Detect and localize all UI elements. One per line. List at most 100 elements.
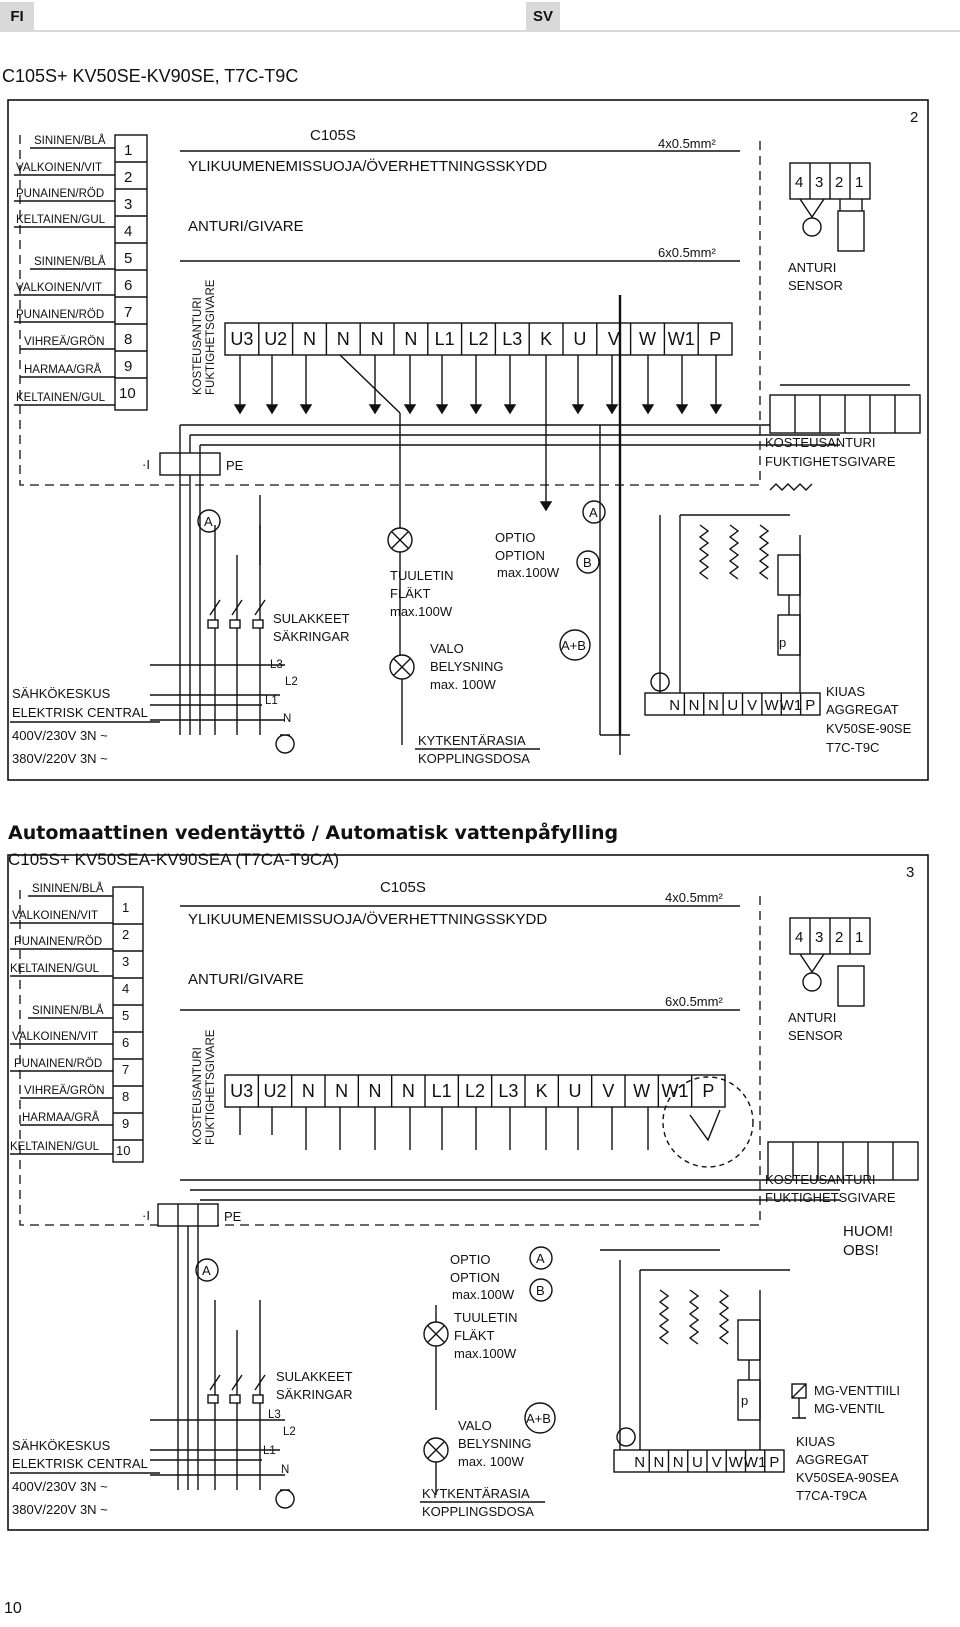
phase-label: L3: [270, 659, 283, 671]
central-label-sv-2: ELEKTRISK CENTRAL: [12, 1456, 148, 1471]
cable-6x-2: 6x0.5mm²: [665, 994, 723, 1009]
terminal-label: W: [764, 697, 779, 714]
pin-number: 7: [122, 1062, 129, 1077]
sensor-pin: 4: [795, 929, 803, 946]
sensor-pin: 2: [835, 174, 843, 191]
pin-number: 3: [122, 954, 129, 969]
sensor-pin: 3: [815, 929, 823, 946]
heater-model: KV50SE-90SE: [826, 721, 912, 736]
humidity-vertical-label-sv-2: FUKTIGHETSGIVARE: [205, 1029, 217, 1145]
fuse-wiring: [150, 475, 285, 735]
humidity-vertical-label: KOSTEUSANTURI: [192, 297, 204, 395]
sensor-pin: 3: [815, 174, 823, 191]
wire-label: SININEN/BLÅ: [32, 882, 104, 895]
note-label-sv: OBS!: [843, 1242, 879, 1259]
terminal-label: W: [729, 1454, 744, 1471]
terminal-label: K: [540, 329, 552, 349]
wiring-diagram-1: 2 SININEN/BLÅ VALKOINEN/VIT PUNAINEN/RÖD…: [7, 99, 929, 781]
pin-number: 1: [122, 900, 129, 915]
phase-label: L1: [263, 1445, 276, 1457]
pe-terminal-2: ·I PE: [142, 1203, 242, 1227]
language-tag-sv: SV: [526, 2, 560, 30]
terminal-label: N: [337, 329, 350, 349]
cable-4x: 4x0.5mm²: [658, 136, 716, 151]
pin-number: 3: [124, 196, 132, 213]
note-label: HUOM!: [843, 1223, 893, 1240]
pin-number: 10: [119, 385, 136, 402]
terminal-label: L1: [432, 1081, 452, 1101]
junction-wire: [600, 734, 630, 755]
marker-a-3: [195, 1258, 219, 1282]
pin-number: 9: [124, 358, 132, 375]
valve-label: MG-VENTTIILI: [814, 1383, 900, 1398]
terminal-label: W1: [780, 697, 803, 714]
wire-label: VALKOINEN/VIT: [16, 162, 102, 174]
ground-symbol: ·I: [142, 1208, 150, 1223]
central-label-sv: ELEKTRISK CENTRAL: [12, 705, 148, 720]
marker-ab-label: A+B: [561, 638, 586, 653]
voltage-1: 400V/230V 3N ~: [12, 728, 108, 743]
junction-label-2: KYTKENTÄRASIA: [422, 1486, 530, 1501]
terminal-label: L2: [468, 329, 488, 349]
heater-label-sv: AGGREGAT: [826, 702, 899, 717]
phase-label: N: [283, 713, 291, 725]
fan-label: TUULETIN: [390, 568, 454, 583]
controller-name: C105S: [310, 127, 356, 144]
marker-a: [197, 509, 221, 533]
phase-label: N: [281, 1464, 289, 1476]
overheat-label-2: YLIKUUMENEMISSUOJA/ÖVERHETTNINGSSKYDD: [188, 910, 547, 928]
terminal-label: L2: [465, 1081, 485, 1101]
marker-b-2: [529, 1278, 553, 1302]
diagram2-title: Automaattinen vedentäyttö / Automatisk v…: [8, 822, 619, 844]
wire-label: PUNAINEN/RÖD: [14, 936, 102, 948]
sensor-block-2: 4 3 2 1: [789, 917, 871, 1007]
heater-model-2: T7C-T9C: [826, 740, 879, 755]
terminal-wires: [233, 354, 723, 512]
option-label-sv: OPTION: [495, 548, 545, 563]
diagram1-frame: [7, 99, 929, 781]
pe-label: PE: [224, 1209, 242, 1224]
sensor-block: 4 3 2 1: [789, 162, 871, 252]
humidity-vertical-label-2: KOSTEUSANTURI: [192, 1047, 204, 1145]
wire-label: PUNAINEN/RÖD: [16, 309, 104, 321]
heater-model-b2: T7CA-T9CA: [796, 1488, 867, 1503]
earth-icon: [275, 734, 295, 754]
voltage-2-2: 380V/220V 3N ~: [12, 1502, 108, 1517]
terminal-label: V: [747, 697, 757, 714]
terminal-label: N: [653, 1454, 664, 1471]
humidity-vertical-label-sv: FUKTIGHETSGIVARE: [205, 279, 217, 395]
fan-label-2: TUULETIN: [454, 1310, 518, 1325]
option-power: max.100W: [497, 565, 560, 580]
wire-label: KELTAINEN/GUL: [16, 392, 106, 404]
humidity-sensor-name-sv: FUKTIGHETSGIVARE: [765, 454, 896, 469]
light-icon-2: [423, 1437, 449, 1495]
central-label-2: SÄHKÖKESKUS: [12, 1438, 111, 1453]
phase-label: L2: [285, 676, 298, 688]
wire-label: VALKOINEN/VIT: [16, 282, 102, 294]
terminal-label: P: [709, 329, 721, 349]
terminal-label: K: [536, 1081, 548, 1101]
pe-terminal: ·I PE: [142, 452, 244, 476]
light-label: VALO: [430, 641, 464, 656]
terminal-label: U: [569, 1081, 582, 1101]
terminal-label: W1: [668, 329, 695, 349]
wire-label: VALKOINEN/VIT: [12, 910, 98, 922]
terminal-strip-1-10-b: 1 2 3 4 5 6 7 8 9 10: [112, 886, 144, 1163]
wire-label: PUNAINEN/RÖD: [14, 1058, 102, 1070]
fan-label-sv-2: FLÄKT: [454, 1328, 495, 1343]
marker-b-2-label: B: [536, 1283, 545, 1298]
fan-label-sv: FLÄKT: [390, 586, 431, 601]
highlight-circle: [662, 1076, 754, 1168]
pin-number: 8: [122, 1089, 129, 1104]
option-label-sv-2: OPTION: [450, 1270, 500, 1285]
voltage-1-2: 400V/230V 3N ~: [12, 1479, 108, 1494]
solenoid-valve-icon: [791, 1383, 807, 1419]
terminal-strip-1-10: 1 2 3 4 5 6 7 8 9 10: [114, 134, 148, 411]
humidity-sensor-name: KOSTEUSANTURI: [765, 435, 876, 450]
heater-wiring: [650, 483, 813, 695]
option-label-2: OPTIO: [450, 1252, 490, 1267]
diagram1-title: C105S+ KV50SE-KV90SE, T7C-T9C: [2, 66, 299, 86]
pin-number: 4: [124, 223, 132, 240]
